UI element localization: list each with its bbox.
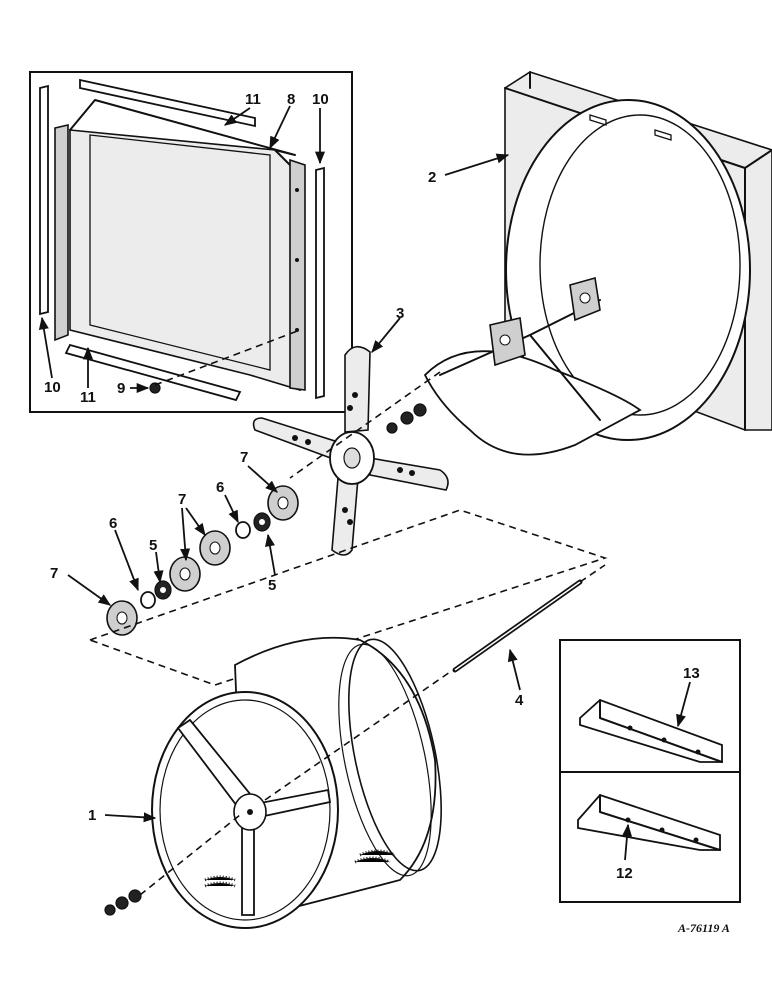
callout-5-a: 5 (149, 537, 157, 554)
fan-shroud (423, 71, 772, 456)
spacer-6-a (235, 521, 251, 539)
drawing-code: A-76119 A (677, 921, 730, 935)
blade-right (369, 457, 449, 491)
callout-7-c: 7 (50, 565, 58, 582)
spacer-stack (106, 485, 299, 636)
seal-strip-bottom (64, 343, 242, 402)
bracket-inset (559, 639, 741, 903)
callout-7-a: 7 (240, 449, 248, 466)
callout-12: 12 (616, 865, 633, 882)
drum-nuts (104, 814, 241, 916)
callout-11-a: 11 (80, 389, 96, 406)
callout-4: 4 (515, 692, 524, 709)
bracket-13 (579, 698, 723, 763)
fan-blade (252, 345, 449, 556)
callout-13: 13 (683, 665, 700, 682)
radiator-core (69, 129, 301, 392)
rod (452, 564, 606, 673)
side-channel-right (289, 158, 306, 391)
callout-10-b: 10 (312, 91, 329, 108)
callout-1: 1 (88, 807, 96, 824)
blade-top (344, 345, 371, 433)
radiator-inset (29, 71, 353, 413)
inset-frame-border (29, 71, 353, 413)
seal-strip-left (39, 84, 49, 316)
callout-7-b: 7 (178, 491, 186, 508)
shaft-nuts (386, 403, 427, 434)
fan-ring-drum (151, 636, 442, 929)
side-channel-left (54, 123, 69, 342)
callout-3: 3 (396, 305, 404, 322)
callout-5-b: 5 (268, 577, 276, 594)
shroud-ring (505, 99, 751, 441)
callout-11-b: 11 (245, 91, 261, 108)
callout-6-a: 6 (109, 515, 117, 532)
seal-strip-right (315, 166, 325, 400)
bolt-9 (149, 382, 161, 394)
callout-6-b: 6 (216, 479, 224, 496)
spacer-6-b (140, 591, 156, 609)
callout-2: 2 (428, 169, 436, 186)
callout-10-a: 10 (44, 379, 61, 396)
callout-8: 8 (287, 91, 295, 108)
seal-strip-top (79, 78, 256, 128)
blade-bottom (331, 477, 359, 556)
callout-9: 9 (117, 380, 125, 397)
